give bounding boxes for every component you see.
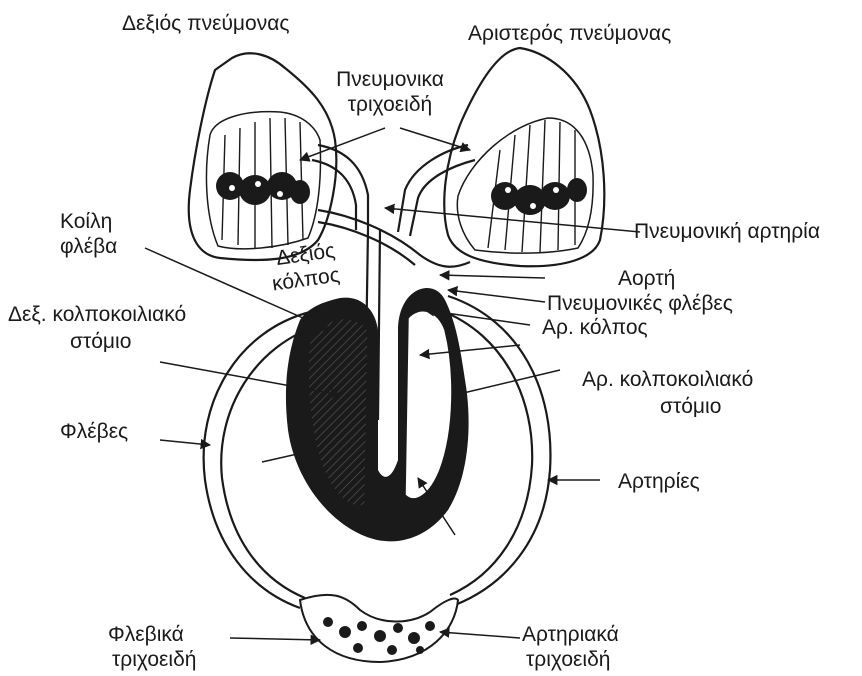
pulmonary-capillaries-label-line2: τριχοειδή — [330, 93, 450, 117]
right-lung-label: Δεξιός πνεύμονας — [122, 12, 289, 36]
venous-capillaries-label-line1: Φλεβικά — [108, 623, 184, 647]
systemic-capillaries — [300, 595, 458, 662]
heart — [286, 288, 469, 541]
venous-capillaries-label-line2: τριχοειδή — [112, 648, 196, 672]
vena-cava-label-line1: Κοίλη — [60, 210, 112, 234]
arterial-capillaries-label-line2: τριχοειδή — [526, 648, 610, 672]
left-lung-label: Αριστερός πνεύμονας — [468, 22, 671, 46]
vena-cava-label-line2: φλέβα — [60, 235, 117, 259]
pulmonary-artery-label: Πνευμονική αρτηρία — [634, 220, 820, 244]
right-av-valve-label-line1: Δεξ. κολποκοιλιακό — [8, 303, 186, 327]
veins-label: Φλέβες — [60, 420, 128, 444]
arterial-capillaries-label-line1: Αρτηριακά — [522, 623, 619, 647]
left-av-valve-label-line2: στόμιο — [660, 395, 721, 419]
pulmonary-capillaries-label-line1: Πνευμονικα — [330, 68, 450, 92]
right-av-valve-label-line2: στόμιο — [70, 330, 131, 354]
left-av-valve-label-line1: Αρ. κολποκοιλιακό — [582, 368, 753, 392]
right-lung-outline — [189, 53, 337, 260]
arteries-label: Αρτηρίες — [618, 470, 700, 494]
left-atrium-label: Αρ. κόλπος — [542, 316, 648, 340]
pulmonary-veins-label: Πνευμονικές φλέβες — [547, 292, 733, 316]
aorta-label: Αορτή — [618, 267, 675, 291]
left-lung-outline — [444, 48, 604, 266]
